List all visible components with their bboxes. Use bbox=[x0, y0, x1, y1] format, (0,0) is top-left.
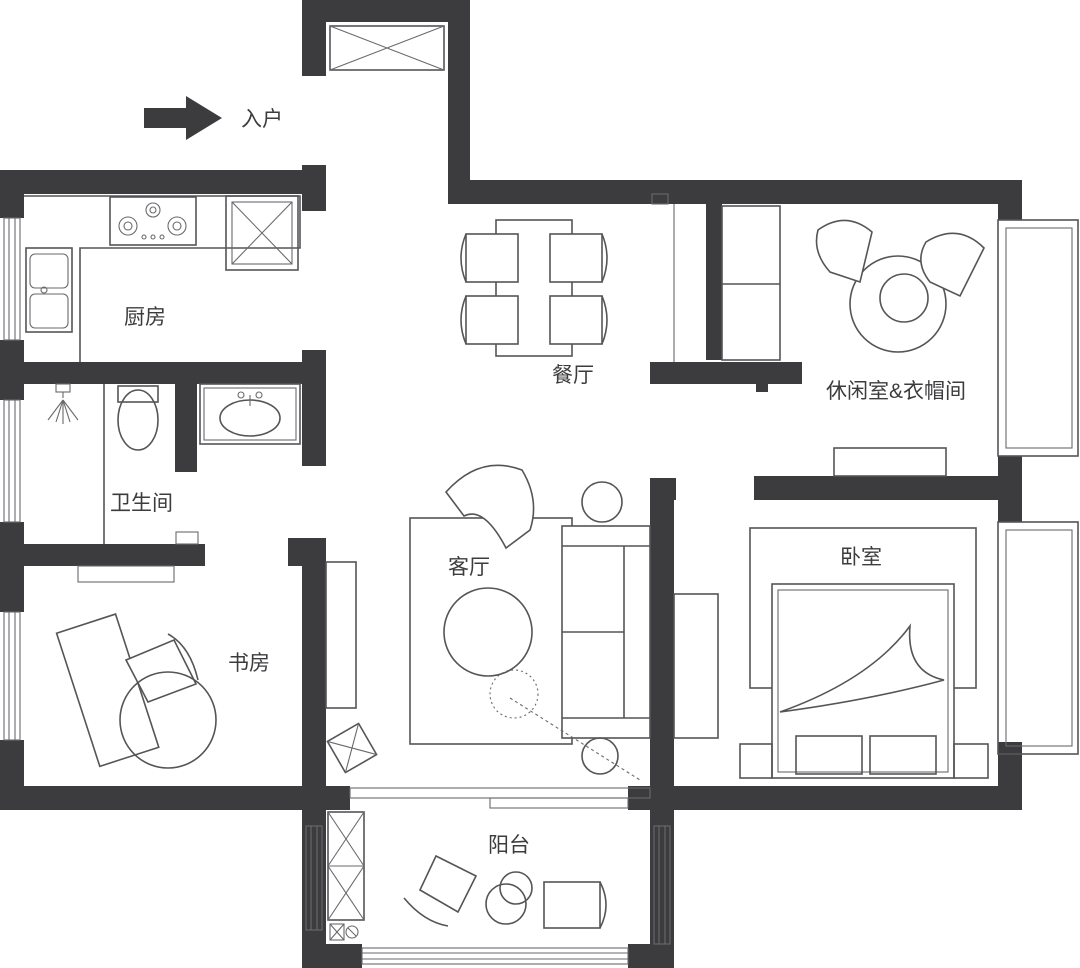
room-label-study: 书房 bbox=[228, 652, 270, 675]
entry: 入户 bbox=[144, 25, 445, 140]
armchair-icon bbox=[444, 464, 535, 550]
room-label-living: 客厅 bbox=[448, 556, 490, 579]
walls bbox=[0, 0, 1022, 968]
washer-icon bbox=[329, 923, 359, 941]
room-label-bathroom: 卫生间 bbox=[110, 492, 173, 515]
side-table bbox=[581, 481, 623, 523]
entry-label: 入户 bbox=[241, 108, 283, 131]
nightstand-left bbox=[739, 743, 773, 779]
room-label-leisure: 休闲室&衣帽间 bbox=[826, 380, 966, 403]
dining-chair-icon bbox=[460, 233, 608, 345]
study-rug bbox=[119, 671, 217, 769]
balcony: 阳台 bbox=[327, 811, 607, 941]
fridge-icon bbox=[225, 195, 299, 271]
round-table bbox=[849, 255, 947, 353]
shower-icon bbox=[47, 383, 79, 424]
study-chair-icon bbox=[124, 633, 199, 703]
bed bbox=[771, 583, 955, 779]
bedroom-dresser bbox=[673, 593, 719, 739]
wardrobe bbox=[721, 205, 781, 361]
kitchen: 厨房 bbox=[24, 195, 301, 362]
dining: 餐厅 bbox=[460, 193, 675, 387]
windows bbox=[3, 217, 1079, 965]
storage-box bbox=[326, 722, 378, 774]
stove-icon bbox=[109, 196, 197, 246]
room-label-dining: 餐厅 bbox=[552, 364, 594, 387]
leisure-wardrobe: 休闲室&衣帽间 bbox=[721, 205, 985, 477]
sofa bbox=[561, 525, 651, 739]
floor-lamp-icon bbox=[489, 669, 641, 781]
living-room: 客厅 bbox=[325, 464, 651, 781]
bedroom: 卧室 bbox=[673, 527, 989, 779]
study: 书房 bbox=[55, 531, 270, 769]
bathroom: 卫生间 bbox=[47, 383, 301, 544]
nightstand-right bbox=[953, 743, 989, 779]
tv-cabinet bbox=[325, 561, 357, 709]
coffee-table bbox=[443, 587, 533, 677]
balcony-chair-icon bbox=[403, 854, 607, 929]
wash-basin-icon bbox=[199, 383, 301, 445]
lounge-chair-icon bbox=[815, 219, 985, 298]
toilet-icon bbox=[117, 385, 159, 451]
kitchen-sink-icon bbox=[25, 247, 73, 333]
room-label-kitchen: 厨房 bbox=[124, 306, 166, 329]
room-label-balcony: 阳台 bbox=[488, 834, 530, 857]
entry-arrow-icon bbox=[144, 96, 222, 140]
room-label-bedroom: 卧室 bbox=[840, 546, 882, 569]
